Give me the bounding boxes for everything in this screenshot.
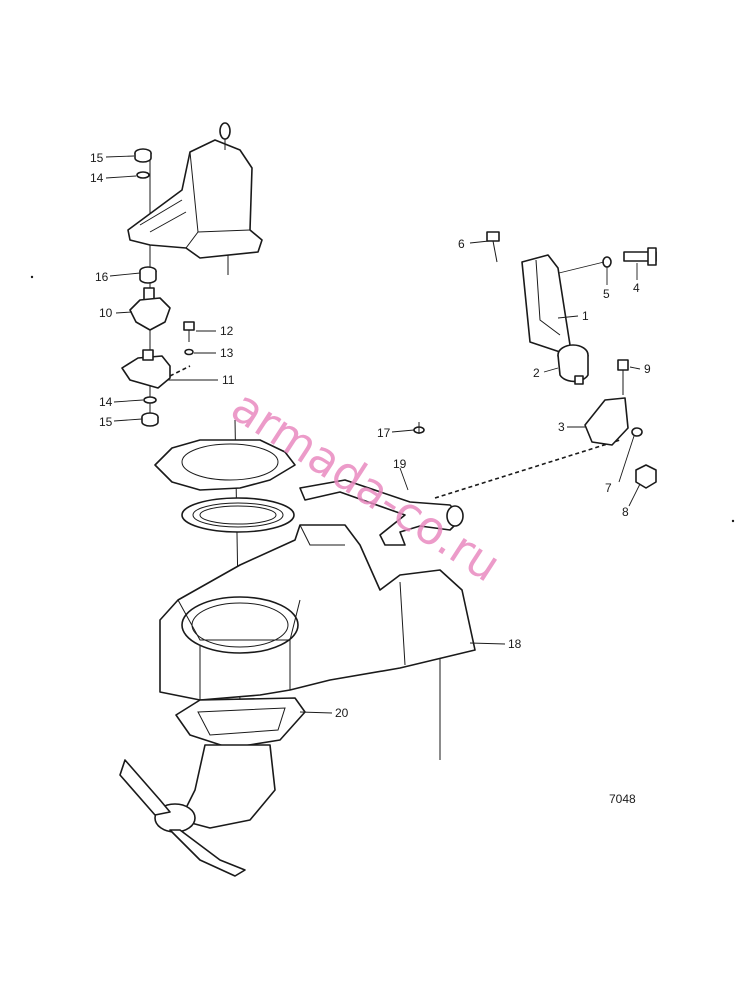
callout-15-top: 15	[90, 151, 104, 165]
callout-13: 13	[220, 346, 234, 360]
callout-8: 8	[622, 505, 629, 519]
callout-9: 9	[644, 362, 651, 376]
gasket-rings	[181, 497, 295, 533]
callout-14-bottom: 14	[99, 395, 113, 409]
callout-5: 5	[603, 287, 610, 301]
callout-11: 11	[222, 373, 235, 387]
drawing-number: 7048	[609, 792, 636, 806]
callout-3: 3	[558, 420, 565, 434]
callout-labels: 15 14 16 10 12 13 11 14 15 6 5 4 1 2 9 3…	[90, 151, 651, 806]
gasket-plate-20	[175, 697, 306, 749]
callout-14-top: 14	[90, 171, 104, 185]
callout-15-bottom: 15	[99, 415, 113, 429]
callout-17: 17	[377, 426, 391, 440]
callout-1: 1	[582, 309, 589, 323]
callout-2: 2	[533, 366, 540, 380]
flange-plate	[154, 439, 296, 491]
callout-4: 4	[633, 281, 640, 295]
main-housing-18	[159, 524, 476, 701]
leader-lines	[105, 155, 641, 714]
callout-10: 10	[99, 306, 113, 320]
callout-7: 7	[605, 481, 612, 495]
callout-19: 19	[393, 457, 407, 471]
callout-18: 18	[508, 637, 522, 651]
callout-6: 6	[458, 237, 465, 251]
lower-washer-stack	[141, 396, 159, 427]
callout-20: 20	[335, 706, 349, 720]
propeller-drive-leg	[119, 744, 276, 877]
upper-washer-stack	[134, 148, 157, 284]
callout-16: 16	[95, 270, 109, 284]
rubber-mount-10	[129, 287, 171, 331]
link-rod-19	[299, 422, 621, 546]
speck-mark	[30, 275, 34, 279]
bracket-1	[486, 231, 657, 353]
transmission-housing	[127, 122, 263, 259]
bracket-3	[584, 359, 657, 489]
rubber-mount-2	[557, 344, 589, 385]
speck-mark	[731, 519, 735, 523]
callout-12: 12	[220, 324, 234, 338]
bracket-11	[121, 321, 195, 389]
